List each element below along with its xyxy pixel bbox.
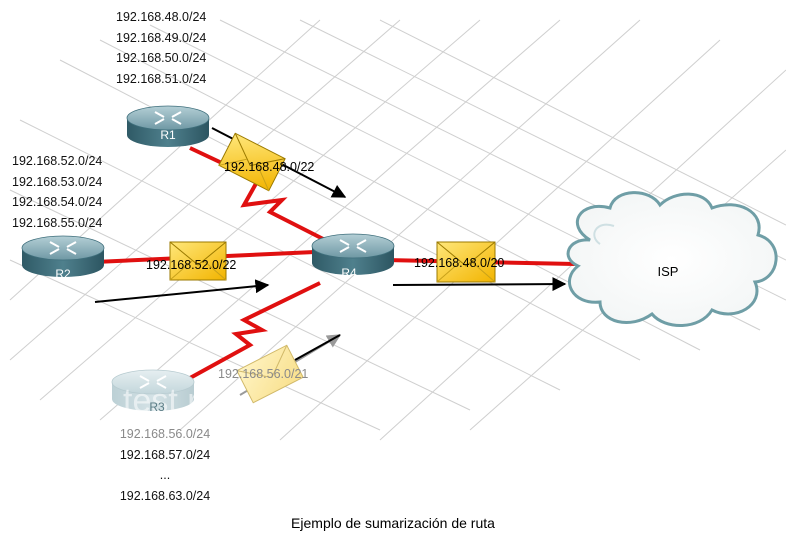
network-entry: 192.168.49.0/24: [116, 30, 207, 45]
update-label-r4: 192.168.48.0/20: [414, 256, 504, 270]
networks-r1: 192.168.48.0/24 192.168.49.0/24 192.168.…: [116, 7, 206, 89]
network-entry: 192.168.48.0/24: [116, 10, 207, 24]
network-entry: 192.168.55.0/24: [12, 215, 103, 230]
router-r1[interactable]: R1: [126, 105, 210, 147]
router-r2-label: R2: [55, 267, 71, 281]
link-r3-r4: [189, 281, 321, 380]
router-arrows-icon: [49, 241, 77, 255]
router-r3[interactable]: test r R3: [111, 369, 199, 420]
isp-cloud: ISP: [566, 191, 778, 327]
envelope-r3: [236, 344, 304, 404]
network-entry: 192.168.56.0/24: [119, 427, 211, 441]
envelope-r2: [169, 241, 227, 281]
update-label-r1: 192.168.48.0/22: [224, 160, 314, 174]
update-label-r2: 192.168.52.0/22: [146, 258, 236, 272]
networks-r3: 192.168.56.0/24 192.168.57.0/24 ... 192.…: [105, 424, 225, 506]
network-entry: 192.168.50.0/24: [116, 51, 207, 65]
envelope-r1: [218, 132, 286, 192]
arrow-r3-head: [294, 334, 341, 361]
router-r3-label: R3: [149, 400, 165, 414]
isp-label: ISP: [658, 264, 679, 279]
router-r2[interactable]: R2: [21, 235, 105, 281]
arrow-r4: [392, 277, 567, 292]
router-r1-label: R1: [160, 128, 176, 142]
update-label-r3: 192.168.56.0/21: [218, 367, 308, 381]
network-entry: 192.168.57.0/24: [119, 447, 211, 462]
network-entry: 192.168.53.0/24: [12, 174, 103, 189]
router-arrows-icon: [154, 111, 182, 125]
networks-r2: 192.168.52.0/24 192.168.53.0/24 192.168.…: [12, 151, 102, 233]
arrow-r2: [94, 279, 270, 303]
router-arrows-icon: [139, 375, 167, 389]
network-entry: 192.168.51.0/24: [116, 71, 207, 86]
router-r4-label: R4: [341, 266, 357, 280]
diagram-caption: Ejemplo de sumarización de ruta: [291, 515, 495, 531]
network-ellipsis: ...: [159, 468, 171, 482]
network-entry: 192.168.54.0/24: [12, 195, 103, 209]
network-entry: 192.168.63.0/24: [119, 488, 211, 503]
network-entry: 192.168.52.0/24: [12, 154, 103, 168]
router-arrows-icon: [339, 239, 367, 253]
watermark-text: test r: [123, 382, 199, 420]
envelope-r4: [436, 241, 496, 283]
router-r4[interactable]: R4: [311, 233, 395, 280]
